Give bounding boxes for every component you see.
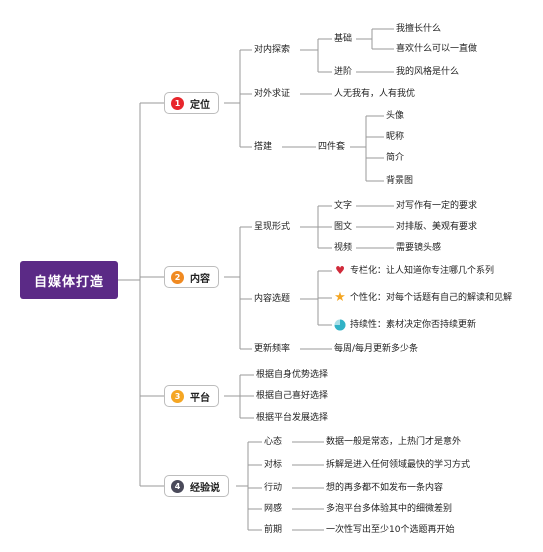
root-node[interactable]: 自媒体打造 — [20, 261, 118, 299]
node-good-at[interactable]: 我擅长什么 — [396, 24, 442, 34]
number-badge-4: 4 — [171, 479, 184, 493]
branch-label: 经验说 — [190, 482, 220, 494]
number-badge-3: 3 — [171, 389, 184, 403]
node-internal-explore[interactable]: 对内探索 — [254, 45, 291, 55]
node-image-text[interactable]: 图文 — [334, 222, 353, 232]
node-action[interactable]: 行动 — [264, 483, 283, 493]
node-external-verify[interactable]: 对外求证 — [254, 89, 291, 99]
node-benchmark[interactable]: 对标 — [264, 460, 283, 470]
heart-icon: ♥ — [335, 264, 345, 277]
branch-label: 内容 — [190, 273, 210, 285]
node-action-desc[interactable]: 想的再多都不如发布一条内容 — [326, 483, 444, 493]
branch-content[interactable]: 2 内容 — [164, 266, 219, 288]
node-bio[interactable]: 简介 — [386, 153, 405, 163]
node-my-style[interactable]: 我的风格是什么 — [396, 67, 460, 77]
node-topic[interactable]: 内容选题 — [254, 294, 291, 304]
node-advanced[interactable]: 进阶 — [334, 67, 353, 77]
node-video[interactable]: 视频 — [334, 243, 353, 253]
node-nickname[interactable]: 昵称 — [386, 132, 405, 142]
node-own-preference[interactable]: 根据自己喜好选择 — [256, 391, 329, 401]
node-frequency[interactable]: 更新频率 — [254, 344, 291, 354]
branch-positioning[interactable]: 1 定位 — [164, 92, 219, 114]
node-avatar[interactable]: 头像 — [386, 111, 405, 121]
node-four-pieces[interactable]: 四件套 — [318, 142, 346, 152]
branch-label: 定位 — [190, 99, 210, 111]
node-basic[interactable]: 基础 — [334, 34, 353, 44]
node-platform-growth[interactable]: 根据平台发展选择 — [256, 413, 329, 423]
node-column[interactable]: 专栏化：让人知道你专注哪几个系列 — [350, 266, 495, 276]
node-early-stage[interactable]: 前期 — [264, 525, 283, 535]
node-own-strength[interactable]: 根据自身优势选择 — [256, 370, 329, 380]
node-sustained[interactable]: 持续性：素材决定你否持续更新 — [350, 320, 477, 330]
number-badge-1: 1 — [171, 96, 184, 110]
node-build[interactable]: 搭建 — [254, 142, 273, 152]
node-presentation[interactable]: 呈现形式 — [254, 222, 291, 232]
node-mindset-desc[interactable]: 数据一般是常态，上热门才是意外 — [326, 437, 462, 447]
branch-platform[interactable]: 3 平台 — [164, 385, 219, 407]
node-background[interactable]: 背景图 — [386, 176, 414, 186]
node-net-sense[interactable]: 网感 — [264, 504, 283, 514]
pie-chart-icon — [334, 319, 346, 331]
node-frequency-desc[interactable]: 每周/每月更新多少条 — [334, 344, 419, 354]
node-personal[interactable]: 个性化：对每个话题有自己的解读和见解 — [350, 293, 513, 303]
node-early-stage-desc[interactable]: 一次性写出至少10个选题再开始 — [326, 525, 455, 535]
node-text[interactable]: 文字 — [334, 201, 353, 211]
branch-experience[interactable]: 4 经验说 — [164, 475, 229, 497]
node-differentiation[interactable]: 人无我有，人有我优 — [334, 89, 416, 99]
number-badge-2: 2 — [171, 270, 184, 284]
node-image-text-desc[interactable]: 对排版、美观有要求 — [396, 222, 478, 232]
node-net-sense-desc[interactable]: 多泡平台多体验其中的细微差别 — [326, 504, 453, 514]
node-love-doing[interactable]: 喜欢什么可以一直做 — [396, 44, 478, 54]
star-icon: ★ — [334, 290, 346, 305]
node-benchmark-desc[interactable]: 拆解是进入任何领域最快的学习方式 — [326, 460, 471, 470]
node-mindset[interactable]: 心态 — [264, 437, 283, 447]
branch-label: 平台 — [190, 392, 210, 404]
node-video-desc[interactable]: 需要镜头感 — [396, 243, 442, 253]
node-text-desc[interactable]: 对写作有一定的要求 — [396, 201, 478, 211]
